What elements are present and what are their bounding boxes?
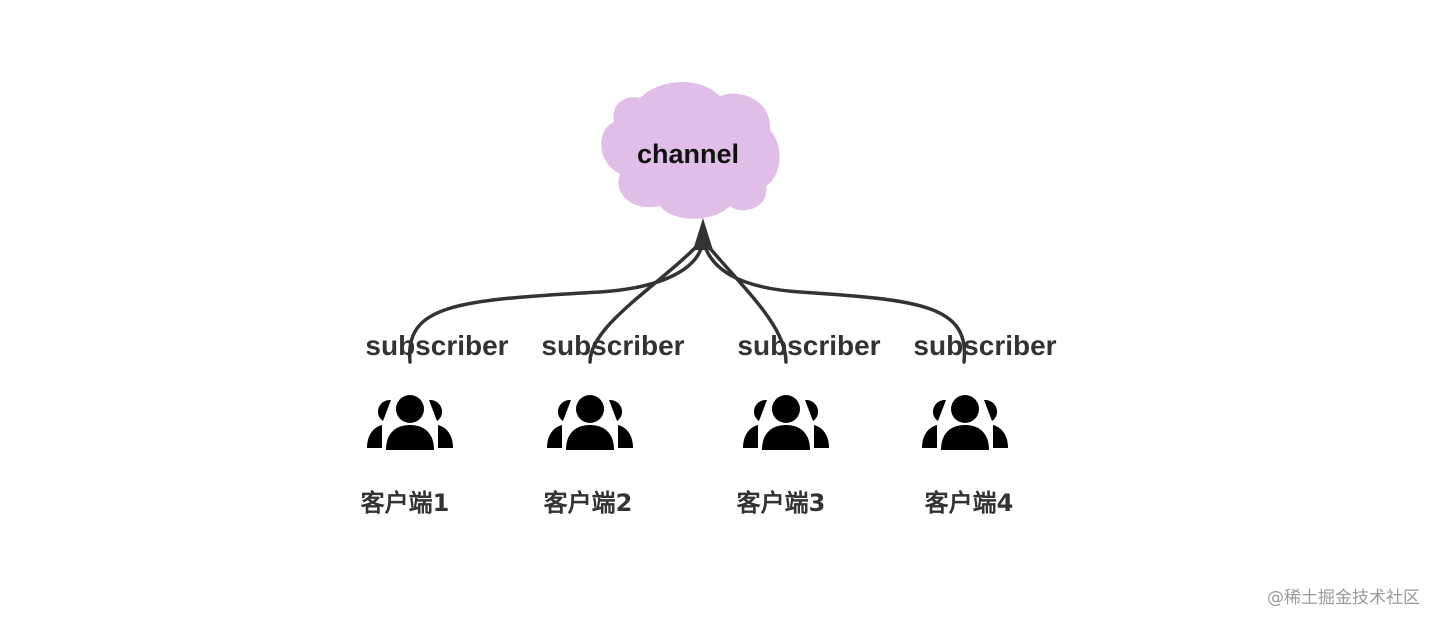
subscriber-label-3: subscriber <box>737 330 880 361</box>
channel-cloud-shape <box>601 81 780 219</box>
users-icon <box>547 395 633 450</box>
channel-node: channel <box>601 81 780 219</box>
client-label-1: 客户端1 <box>361 489 450 517</box>
connector-3 <box>701 238 788 364</box>
subscriber-label-1: subscriber <box>365 330 508 361</box>
connector-1 <box>407 238 705 364</box>
subscriber-label-4: subscriber <box>913 330 1056 361</box>
subscriber-labels: subscriber subscriber subscriber subscri… <box>365 330 1056 361</box>
watermark: @稀土掘金技术社区 <box>1267 588 1420 608</box>
arrowhead-icon <box>693 218 713 250</box>
connectors <box>407 218 967 364</box>
client-label-4: 客户端4 <box>925 489 1014 517</box>
connector-4 <box>701 238 967 364</box>
client-labels: 客户端1 客户端2 客户端3 客户端4 <box>361 489 1014 517</box>
channel-label: channel <box>637 139 739 169</box>
client-label-3: 客户端3 <box>737 489 826 517</box>
connector-2 <box>588 238 705 364</box>
users-icon <box>922 395 1008 450</box>
users-icon <box>743 395 829 450</box>
subscriber-label-2: subscriber <box>541 330 684 361</box>
users-icon <box>367 395 453 450</box>
client-label-2: 客户端2 <box>544 489 633 517</box>
